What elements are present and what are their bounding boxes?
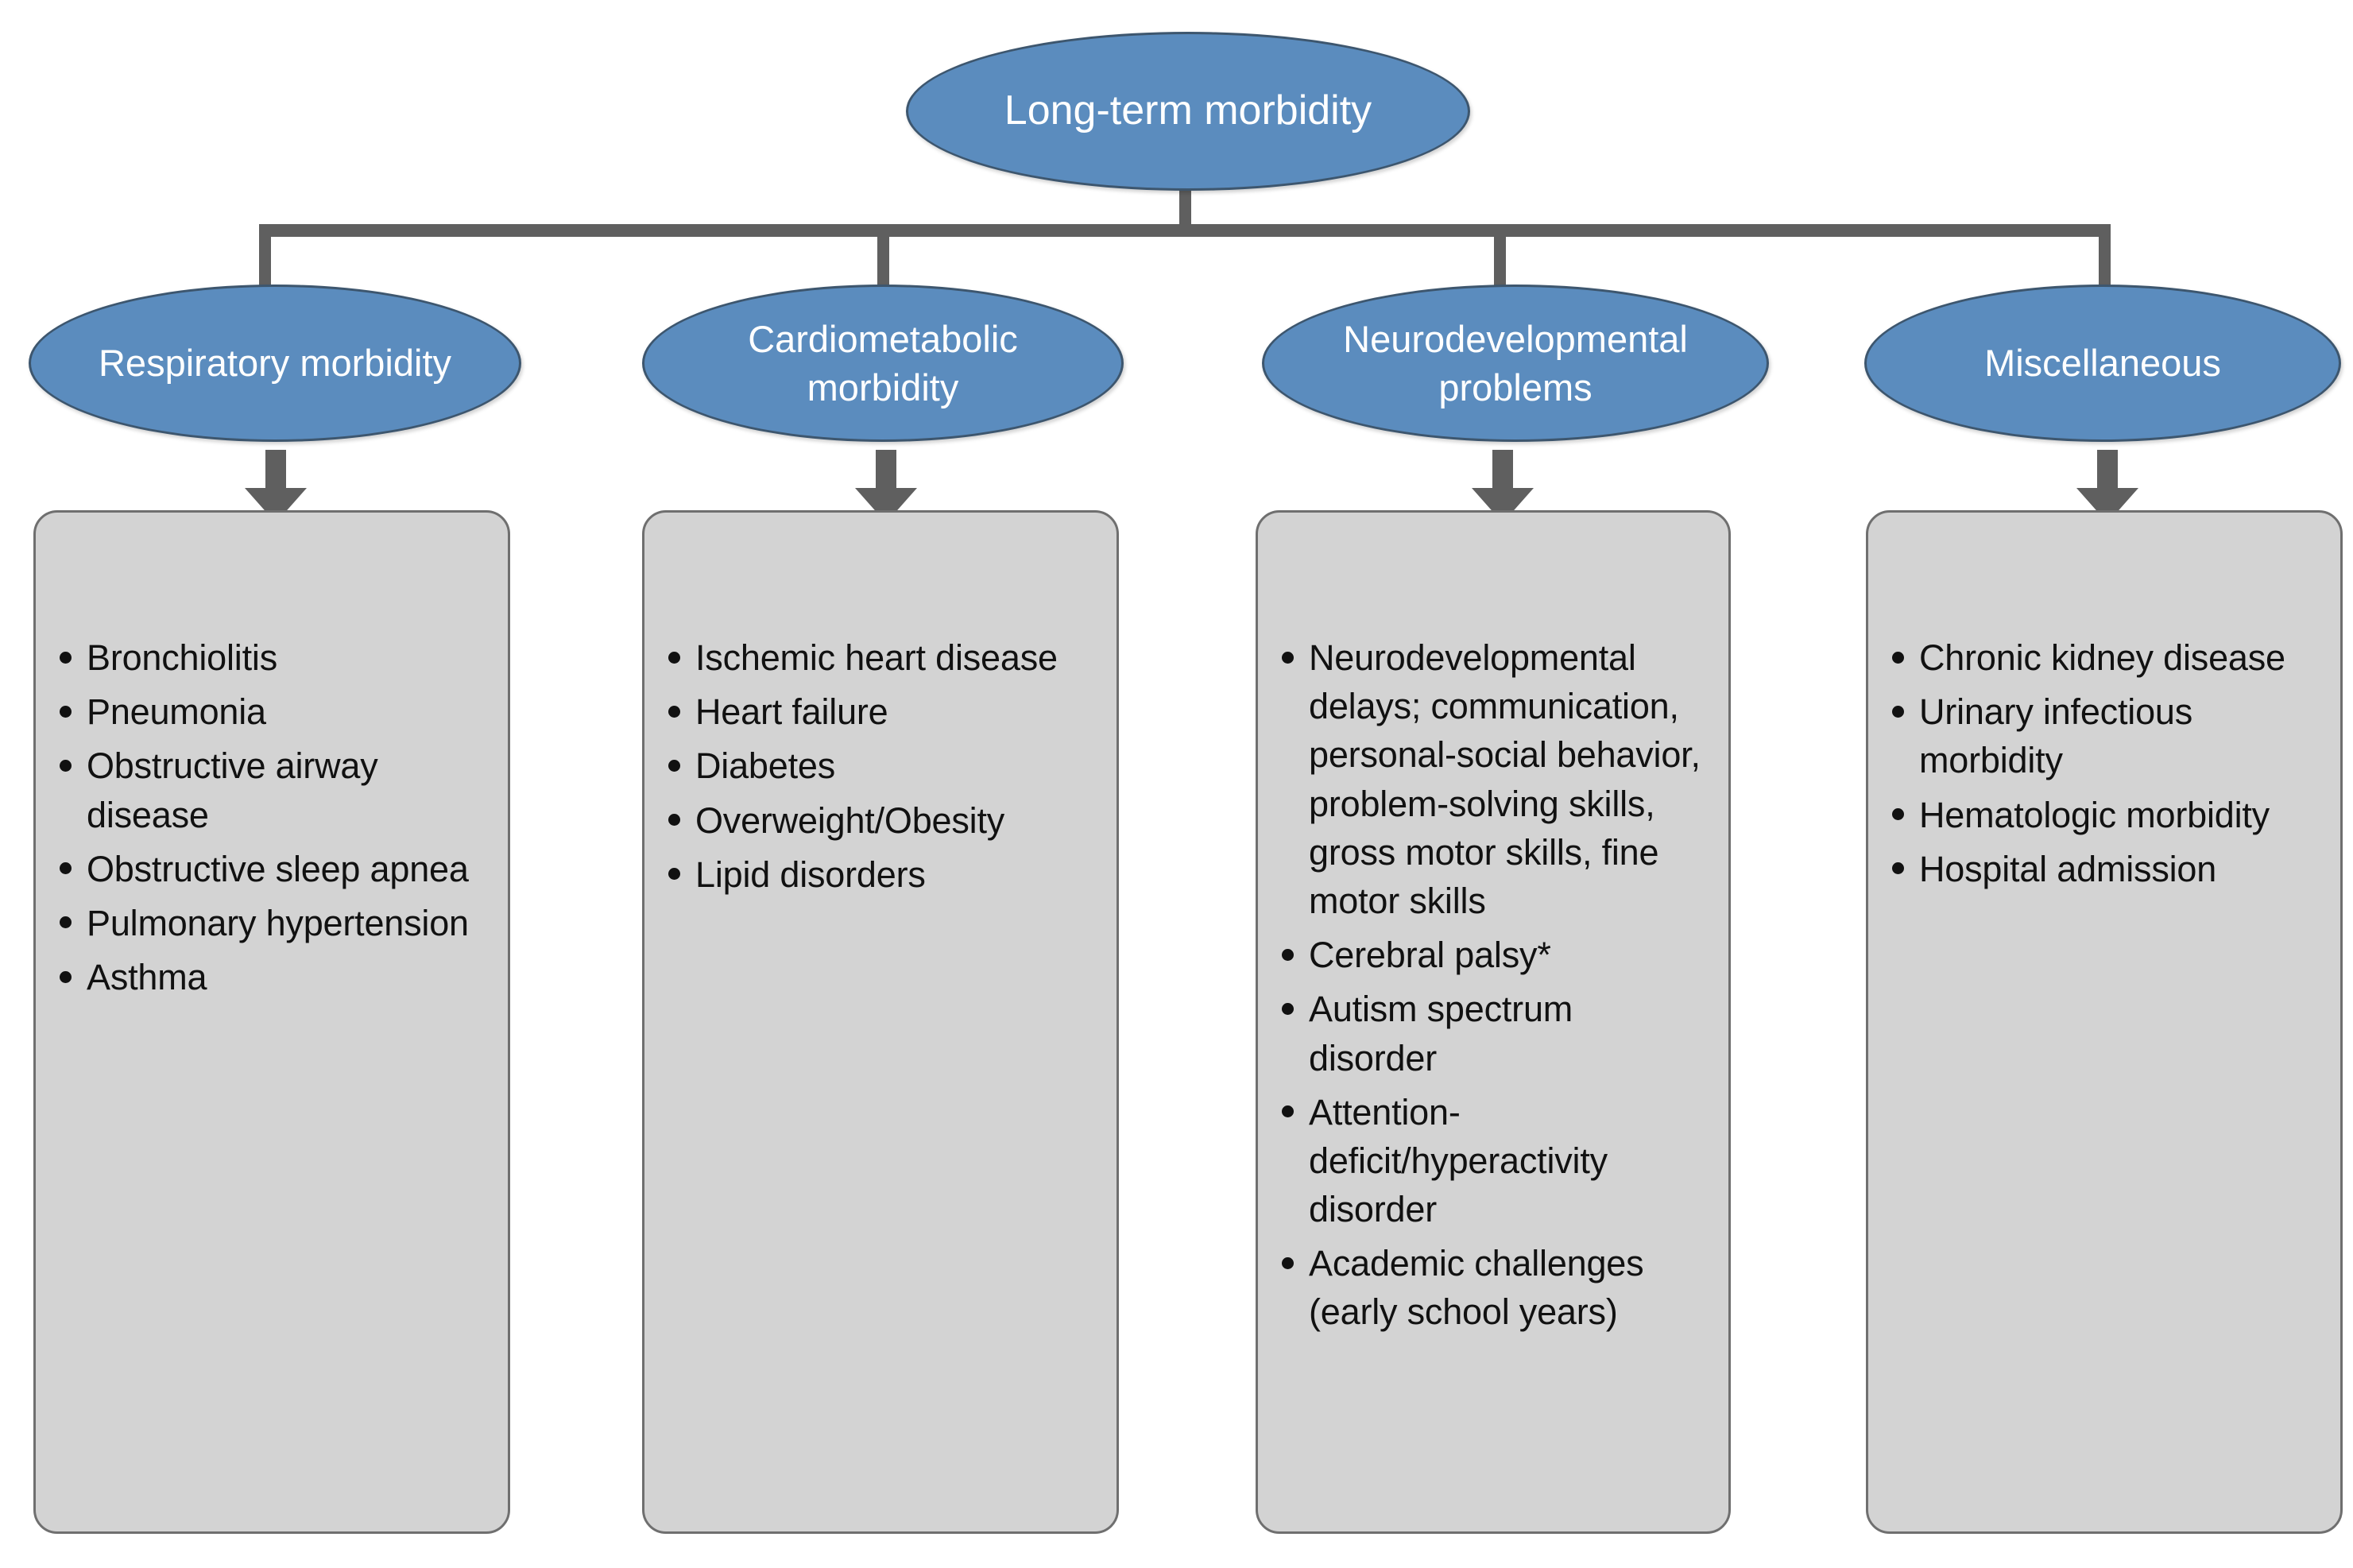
connector-drop-2 (1494, 224, 1506, 288)
bullet-dot-icon (1892, 808, 1904, 821)
category-node-miscellaneous: Miscellaneous (1864, 285, 2341, 442)
list-item: Cerebral palsy* (1279, 931, 1708, 979)
list-item: Neurodevelopmental delays; communication… (1279, 633, 1708, 925)
list-item-label: Neurodevelopmental delays; communication… (1309, 637, 1701, 921)
list-item-label: Hospital admission (1919, 848, 2217, 889)
root-node-label: Long-term morbidity (1004, 87, 1372, 134)
bullet-dot-icon (668, 651, 680, 664)
list-item-label: Chronic kidney disease (1919, 637, 2285, 678)
list-item: Urinary infectious morbidity (1889, 687, 2320, 784)
bullet-dot-icon (1282, 1105, 1294, 1118)
list-item-label: Ischemic heart disease (695, 637, 1058, 678)
list-item: Hospital admission (1889, 845, 2320, 893)
list-item: Autism spectrum disorder (1279, 985, 1708, 1082)
category-node-label: Neurodevelopmental problems (1343, 317, 1688, 408)
list-item-label: Diabetes (695, 745, 836, 787)
category-node-label: Miscellaneous (1984, 342, 2221, 385)
bullet-dot-icon (60, 651, 72, 664)
list-item-label: Obstructive airway disease (87, 745, 378, 835)
bullet-dot-icon (60, 759, 72, 772)
bullet-dot-icon (668, 868, 680, 881)
connector-drop-3 (2099, 224, 2111, 288)
bullet-dot-icon (1892, 862, 1904, 875)
list-item-label: Cerebral palsy* (1309, 935, 1551, 976)
list-item: Chronic kidney disease (1889, 633, 2320, 682)
connector-root-stem (1179, 188, 1191, 237)
category-node-respiratory-morbidity: Respiratory morbidity (29, 285, 521, 442)
bullet-dot-icon (1282, 1002, 1294, 1015)
bullet-dot-icon (668, 705, 680, 718)
bullet-dot-icon (60, 862, 72, 875)
list-item: Heart failure (665, 687, 1096, 736)
list-item: Bronchiolitis (56, 633, 487, 682)
list-item-label: Hematologic morbidity (1919, 794, 2270, 835)
list-item-label: Attention-deficit/hyperactivity disorder (1309, 1091, 1608, 1230)
list-item: Lipid disorders (665, 850, 1096, 899)
bullet-dot-icon (1282, 651, 1294, 664)
list-item-label: Heart failure (695, 691, 888, 733)
list-item: Ischemic heart disease (665, 633, 1096, 682)
list-item: Obstructive sleep apnea (56, 845, 487, 893)
bullet-dot-icon (668, 759, 680, 772)
list-item: Asthma (56, 953, 487, 1001)
list-item: Obstructive airway disease (56, 741, 487, 838)
list-item-label: Obstructive sleep apnea (87, 848, 469, 889)
root-node-long-term-morbidity: Long-term morbidity (906, 32, 1470, 191)
connector-drop-1 (877, 224, 889, 288)
list-item: Academic challenges (early school years) (1279, 1239, 1708, 1336)
list-item-label: Bronchiolitis (87, 637, 278, 678)
connector-bus-bar (259, 224, 2111, 237)
connector-drop-0 (259, 224, 271, 288)
bullet-dot-icon (1282, 948, 1294, 961)
list-item-label: Asthma (87, 957, 207, 998)
list-item-label: Autism spectrum disorder (1309, 989, 1573, 1078)
bullet-dot-icon (1892, 705, 1904, 718)
list-item: Pneumonia (56, 687, 487, 736)
list-item: Hematologic morbidity (1889, 791, 2320, 839)
bullet-list: Neurodevelopmental delays; communication… (1279, 633, 1708, 1337)
list-item: Pulmonary hypertension (56, 899, 487, 947)
category-node-label: Respiratory morbidity (98, 342, 452, 385)
list-item-label: Pulmonary hypertension (87, 902, 469, 943)
bullet-dot-icon (668, 814, 680, 827)
category-node-neurodevelopmental-problems: Neurodevelopmental problems (1262, 285, 1769, 442)
list-item-label: Pneumonia (87, 691, 266, 733)
list-item: Overweight/Obesity (665, 796, 1096, 845)
bullet-dot-icon (60, 970, 72, 983)
bullet-dot-icon (1282, 1256, 1294, 1269)
list-item: Diabetes (665, 741, 1096, 790)
category-node-cardiometabolic-morbidity: Cardiometabolic morbidity (642, 285, 1124, 442)
bullet-dot-icon (60, 916, 72, 929)
category-node-label: Cardiometabolic morbidity (748, 317, 1018, 408)
list-item-label: Academic challenges (early school years) (1309, 1243, 1644, 1333)
list-item-label: Urinary infectious morbidity (1919, 691, 2193, 781)
bullet-dot-icon (1892, 651, 1904, 664)
list-item: Attention-deficit/hyperactivity disorder (1279, 1088, 1708, 1234)
detail-panel-neurodevelopmental-problems: Neurodevelopmental delays; communication… (1256, 510, 1731, 1534)
list-item-label: Lipid disorders (695, 854, 926, 895)
bullet-dot-icon (60, 705, 72, 718)
list-item-label: Overweight/Obesity (695, 799, 1005, 841)
